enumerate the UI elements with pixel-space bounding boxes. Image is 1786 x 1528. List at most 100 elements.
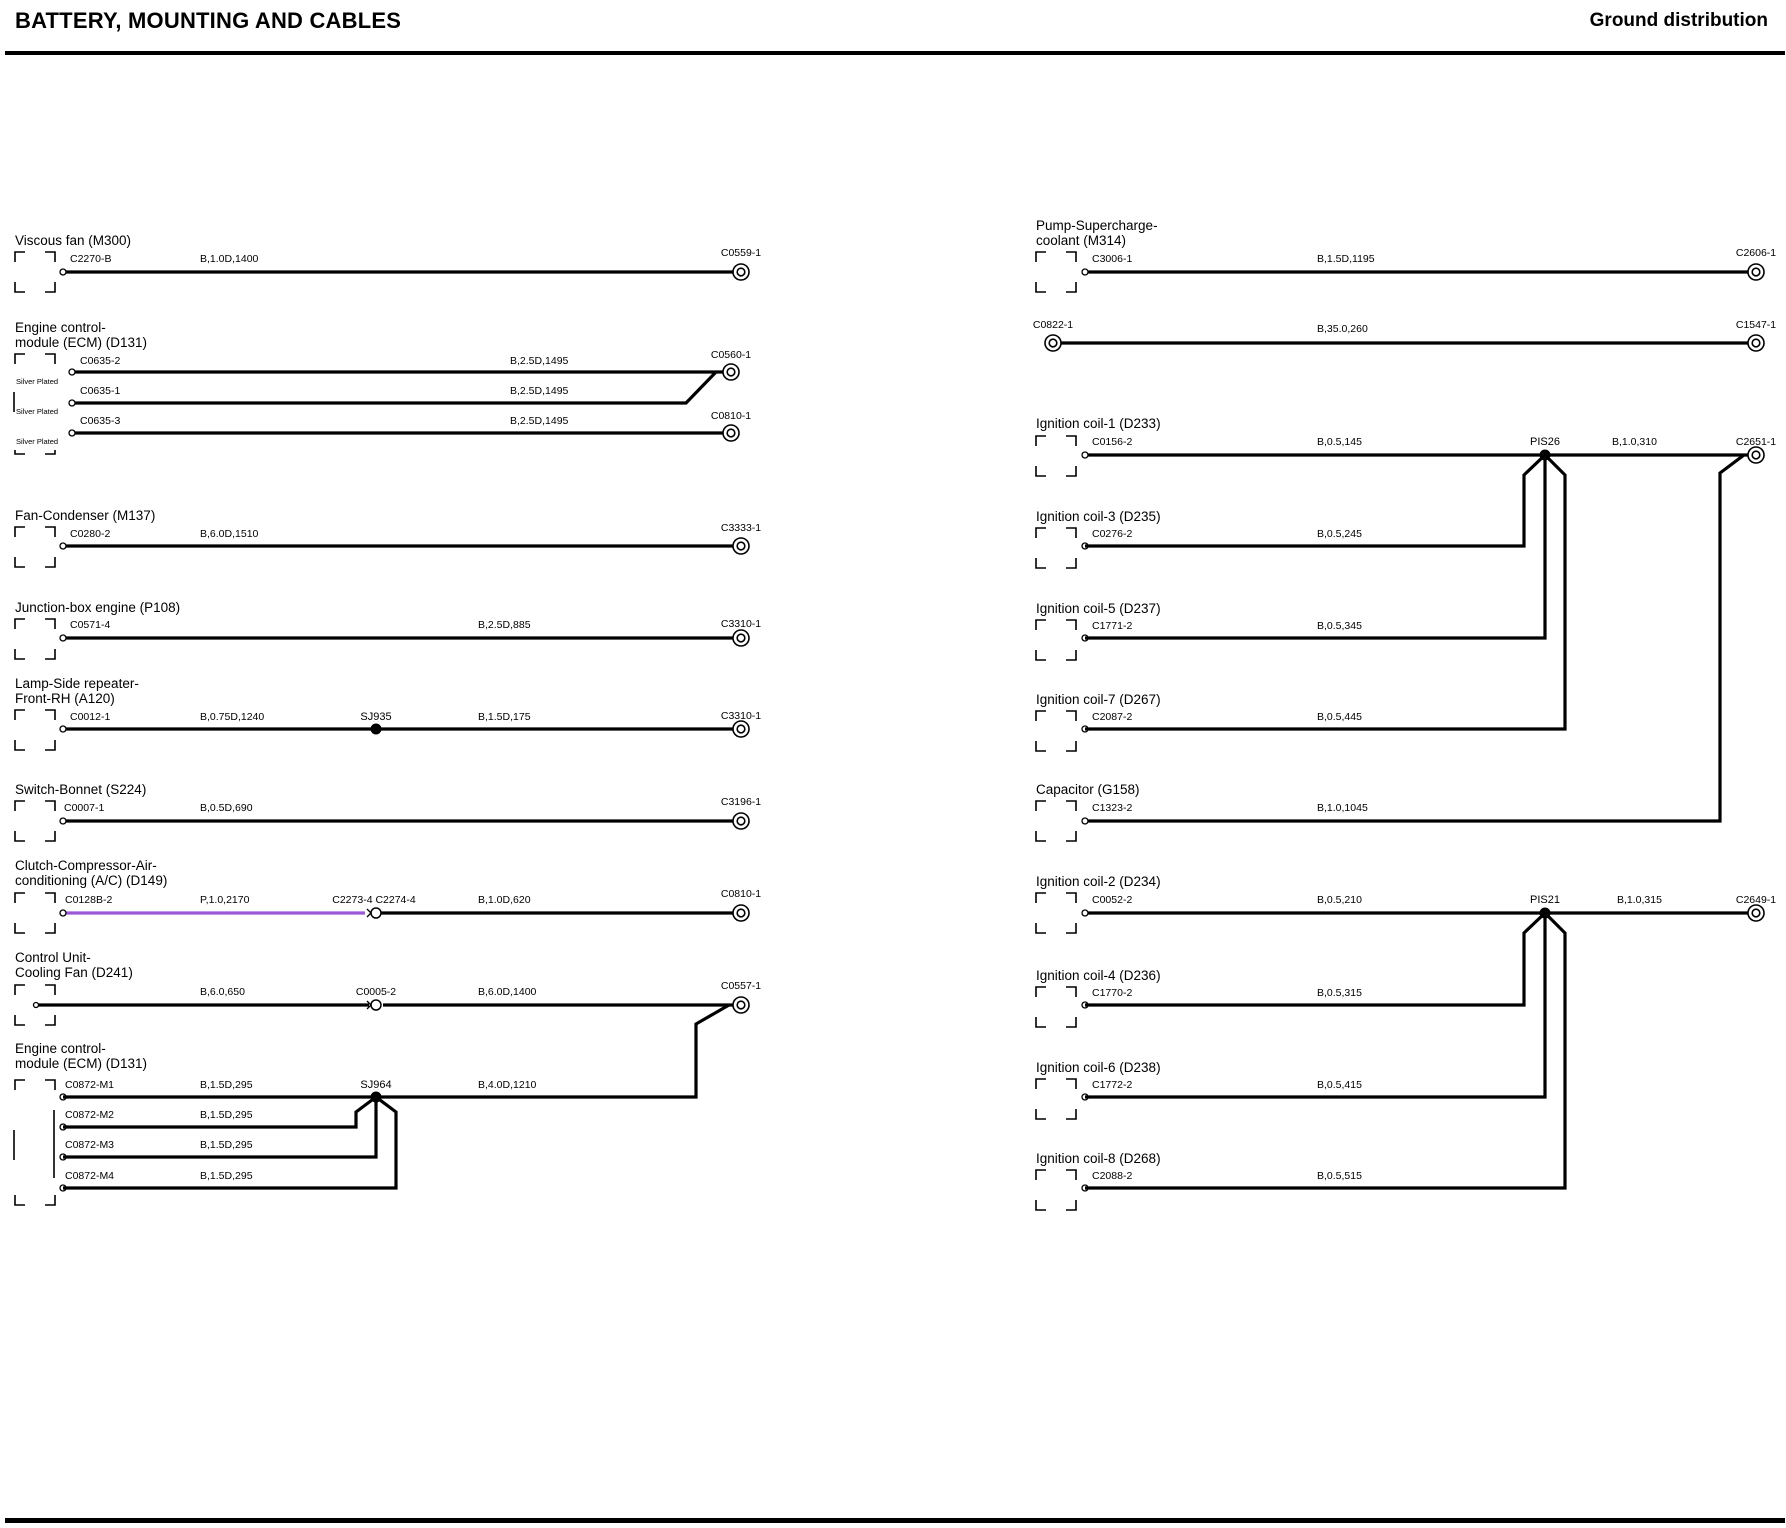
wire-label: B,35.0,260: [1317, 323, 1368, 335]
splice-label: SJ964: [360, 1079, 391, 1091]
connector-bracket: [45, 1015, 56, 1026]
ground-eyelet-inner: [736, 1000, 746, 1010]
wire-label: B,0.5,515: [1317, 1170, 1362, 1182]
ground-eyelet-inner: [1751, 267, 1761, 277]
pin-label: C1770-2: [1092, 987, 1132, 999]
wire-label: B,1.0,1045: [1317, 802, 1368, 814]
pin-label: C0872-M4: [65, 1170, 114, 1182]
device-label: module (ECM) (D131): [15, 1056, 147, 1071]
inline-connector-arrow: [366, 1000, 372, 1010]
ground-label: C2606-1: [1736, 247, 1776, 259]
pin-terminal: [59, 817, 67, 825]
wire-run: [1085, 913, 1547, 1099]
ground-eyelet-inner: [1048, 338, 1058, 348]
connector-bracket: [1066, 892, 1077, 903]
device-label: Engine control-: [15, 320, 106, 335]
connector-bracket: [1035, 1078, 1046, 1089]
wire-run: [63, 1095, 398, 1190]
connector-bracket: [1035, 1169, 1046, 1180]
wire-label: B,1.5D,1195: [1317, 253, 1375, 265]
splice-label: SJ935: [360, 711, 391, 723]
connector-bracket: [1066, 251, 1077, 262]
pin-terminal: [59, 542, 67, 550]
device-label: Ignition coil-8 (D268): [1036, 1151, 1161, 1166]
connector-bracket: [45, 1195, 56, 1206]
connector-housing: [1035, 986, 1077, 1028]
connector-bracket: [45, 740, 56, 751]
connector-bracket: [1035, 1200, 1046, 1211]
ground-label: C3310-1: [721, 618, 761, 630]
connector-bracket: [45, 831, 56, 842]
wire-label: B,0.5,245: [1317, 528, 1362, 540]
device-label: Junction-box engine (P108): [15, 600, 180, 615]
pin-label: C0012-1: [70, 711, 110, 723]
connector-bracket: [14, 984, 25, 995]
connector-bracket: [1066, 558, 1077, 569]
splice-joint: [1539, 907, 1551, 919]
ground-eyelet-inner: [726, 367, 736, 377]
wire-label: B,1.0,315: [1617, 894, 1662, 906]
wire-run: [63, 1097, 378, 1159]
connector-bracket: [1035, 435, 1046, 446]
connector-bracket: [14, 1079, 25, 1090]
device-label: Ignition coil-3 (D235): [1036, 509, 1161, 524]
device-label: Ignition coil-7 (D267): [1036, 692, 1161, 707]
device-label: Capacitor (G158): [1036, 782, 1140, 797]
device-label: Ignition coil-4 (D236): [1036, 968, 1161, 983]
wire-run: [1085, 911, 1567, 1190]
pin-terminal: [68, 429, 76, 437]
pin-label: C0635-1: [80, 385, 120, 397]
connector-bracket: [1035, 558, 1046, 569]
ground-label: C3196-1: [721, 796, 761, 808]
pin-terminal: [59, 725, 67, 733]
inline-connector-label: C0005-2: [356, 986, 396, 998]
note-mask: [12, 398, 64, 420]
wire-label: B,0.5,315: [1317, 987, 1362, 999]
wire-run: [1085, 455, 1547, 640]
connector-bracket: [45, 800, 56, 811]
wire-label: B,1.0D,1400: [200, 253, 259, 265]
connector-bracket: [14, 282, 25, 293]
wire-label: B,6.0D,1510: [200, 528, 259, 540]
top-divider: [5, 51, 1785, 55]
device-label: Pump-Supercharge-: [1036, 218, 1158, 233]
connector-bracket: [1066, 1200, 1077, 1211]
connector-bracket: [45, 709, 56, 720]
device-label: Front-RH (A120): [15, 691, 115, 706]
pin-label: C2087-2: [1092, 711, 1132, 723]
connector-bracket: [45, 618, 56, 629]
wire-label: B,0.75D,1240: [200, 711, 264, 723]
inline-connector-label: C2273-4 C2274-4: [332, 894, 416, 906]
ground-label: C2651-1: [1736, 436, 1776, 448]
connector-bracket: [14, 618, 25, 629]
device-label: coolant (M314): [1036, 233, 1126, 248]
pin-label: C0635-3: [80, 415, 120, 427]
ground-label: C0559-1: [721, 247, 761, 259]
splice-joint: [370, 723, 382, 735]
device-label: Clutch-Compressor-Air-: [15, 858, 157, 873]
pin-terminal: [1081, 268, 1089, 276]
device-label: Engine control-: [15, 1041, 106, 1056]
ground-eyelet-inner: [1751, 338, 1761, 348]
connector-bracket: [1035, 1109, 1046, 1120]
connector-bracket: [1066, 282, 1077, 293]
connector-housing: [14, 892, 56, 934]
wire-run: [376, 1003, 730, 1099]
ground-eyelet-inner: [736, 724, 746, 734]
connector-bracket: [1035, 710, 1046, 721]
connector-bracket: [1035, 831, 1046, 842]
connector-bracket: [14, 251, 25, 262]
pin-label: C0872-M1: [65, 1079, 114, 1091]
pin-terminal: [59, 268, 67, 276]
splice-label: PIS21: [1530, 894, 1560, 906]
connector-bracket: [45, 557, 56, 568]
wire-label: B,1.0D,620: [478, 894, 531, 906]
connector-housing: [14, 251, 56, 293]
connector-bracket: [45, 353, 56, 364]
ground-eyelet-inner: [736, 633, 746, 643]
connector-bracket: [14, 526, 25, 537]
ground-eyelet-inner: [736, 541, 746, 551]
connector-bracket: [1035, 466, 1046, 477]
connector-bracket: [14, 649, 25, 660]
connector-bracket: [1035, 251, 1046, 262]
